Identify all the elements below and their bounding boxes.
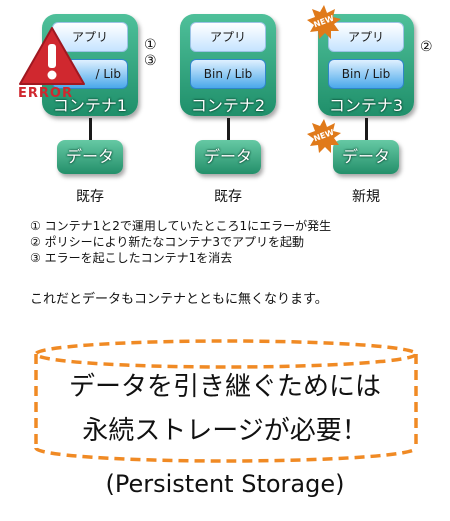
highlight-line-3: (Persistent Storage) — [105, 470, 345, 498]
data-block-1: データ — [57, 140, 123, 174]
container-2-bin-layer: Bin / Lib — [190, 59, 266, 89]
mark-two: ② — [420, 39, 433, 55]
notes-list: ① コンテナ1と2で運用していたところ1にエラーが発生 ② ポリシーにより新たな… — [30, 218, 331, 266]
note-2: ② ポリシーにより新たなコンテナ3でアプリを起動 — [30, 235, 304, 249]
container-1-label: コンテナ1 — [52, 96, 128, 115]
container-1-app-layer: アプリ — [52, 22, 128, 52]
connector-3 — [365, 118, 368, 140]
container-3-label: コンテナ3 — [328, 96, 404, 115]
caption-1: 既存 — [76, 189, 104, 205]
note-1: ① コンテナ1と2で運用していたところ1にエラーが発生 — [30, 219, 332, 233]
data-block-2: データ — [195, 140, 261, 174]
connector-1 — [89, 118, 92, 140]
container-2-label: コンテナ2 — [190, 96, 266, 115]
caption-2: 既存 — [214, 189, 242, 205]
mark-one: ① — [144, 37, 157, 53]
mark-three: ③ — [144, 53, 157, 69]
summary-text: これだとデータもコンテナとともに無くなります。 — [30, 292, 328, 307]
container-3-app-layer: アプリ — [328, 22, 404, 52]
error-label: ERROR — [18, 86, 73, 101]
note-3: ③ エラーを起こしたコンテナ1を消去 — [30, 251, 233, 265]
storage-cylinder-outline — [34, 339, 418, 463]
data-block-3: データ — [333, 140, 399, 174]
highlight-line-2: 永続ストレージが必要！ — [82, 416, 368, 446]
container-2: アプリ Bin / Lib コンテナ2 — [180, 14, 276, 116]
container-1: アプリ / Lib コンテナ1 — [42, 14, 138, 116]
highlight-line-1: データを引き継ぐためには — [68, 372, 381, 402]
container-3-bin-layer: Bin / Lib — [328, 59, 404, 89]
caption-3: 新規 — [352, 189, 380, 205]
connector-2 — [227, 118, 230, 140]
error-warning-icon — [19, 27, 85, 85]
new-badge-icon — [307, 5, 341, 39]
container-2-app-layer: アプリ — [190, 22, 266, 52]
new-badge-data-icon — [307, 119, 341, 153]
container-3: アプリ Bin / Lib コンテナ3 — [318, 14, 414, 116]
